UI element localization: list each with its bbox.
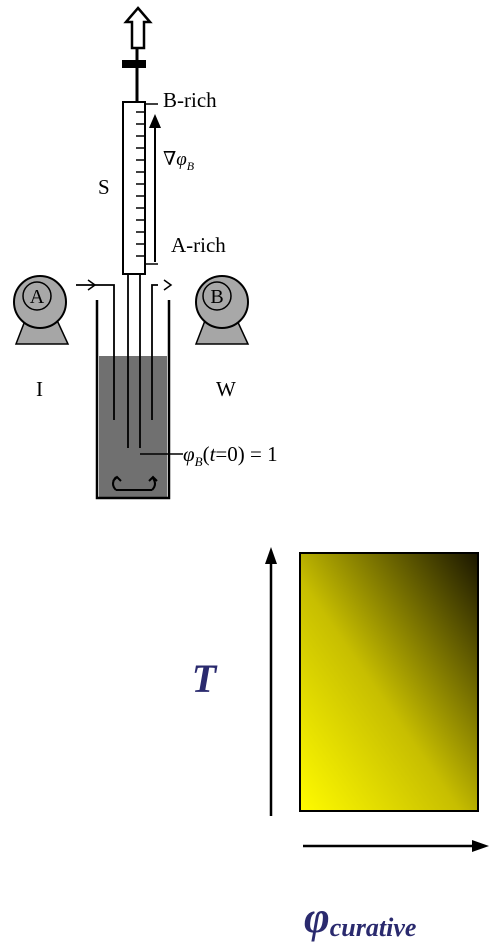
gradient-sub: B bbox=[187, 159, 195, 173]
phi-axis-sub: curative bbox=[330, 913, 417, 942]
init-t: t bbox=[210, 442, 217, 466]
tubes bbox=[76, 274, 158, 448]
pump-a-label-ring bbox=[22, 281, 52, 311]
gradient-sample bbox=[299, 552, 479, 812]
gradient-label: ∇φB bbox=[163, 149, 195, 173]
b-rich-label: B-rich bbox=[163, 88, 217, 112]
gradient-plot: T φcurative bbox=[192, 547, 489, 942]
a-rich-label: A-rich bbox=[171, 233, 226, 257]
beaker-wall bbox=[95, 300, 171, 500]
phi-axis-arrowhead bbox=[472, 840, 489, 852]
phi-axis-phi: φ bbox=[304, 893, 330, 942]
t-axis-arrowhead bbox=[265, 547, 277, 564]
apparatus: B-rich A-rich S ∇φB φB(t=0) = 1 bbox=[13, 6, 278, 500]
init-rest: =0) = 1 bbox=[215, 442, 277, 466]
column-label-s: S bbox=[98, 175, 110, 199]
init-phi: φ bbox=[183, 442, 195, 466]
pump-b-label: B bbox=[210, 286, 223, 308]
liquid bbox=[99, 356, 167, 498]
pump-b-label-ring bbox=[202, 281, 232, 311]
gradient-phi: φ bbox=[176, 149, 187, 170]
initial-condition-label: φB(t=0) = 1 bbox=[183, 442, 278, 469]
pump-a: A bbox=[13, 275, 70, 345]
t-axis-label: T bbox=[192, 656, 218, 701]
column-cap bbox=[122, 60, 146, 68]
label-i: I bbox=[36, 377, 43, 401]
gradient-arrow-head bbox=[149, 114, 161, 128]
label-w: W bbox=[216, 377, 236, 401]
gradient-nabla: ∇ bbox=[163, 149, 176, 170]
pump-b: B bbox=[194, 275, 250, 345]
init-paren: ( bbox=[203, 442, 210, 466]
outflow-arrow-icon bbox=[123, 6, 153, 50]
pump-a-label: A bbox=[30, 286, 45, 308]
separation-column bbox=[122, 101, 146, 275]
phi-axis-label: φcurative bbox=[304, 893, 416, 942]
stirrer-icon bbox=[112, 475, 158, 491]
flow-arrow-in-icon bbox=[87, 279, 97, 291]
flow-arrow-out-icon bbox=[163, 279, 173, 291]
init-sub: B bbox=[195, 454, 203, 469]
column-ticks bbox=[136, 111, 145, 257]
